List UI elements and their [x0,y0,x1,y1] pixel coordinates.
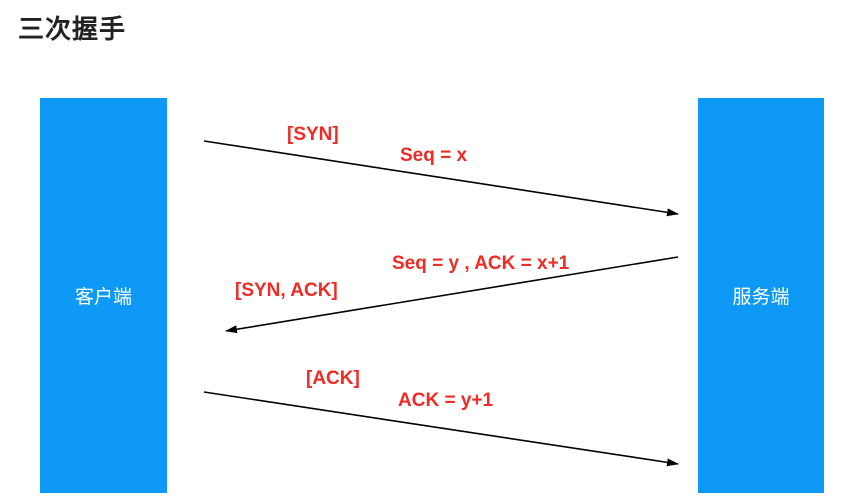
syn-ack-seq-label: Seq = y , ACK = x+1 [392,253,570,274]
client-node: 客户端 [40,98,167,493]
syn-seq-label: Seq = x [400,145,467,166]
ack-message: [ACK] ACK = y+1 [203,368,679,467]
ack-value-label: ACK = y+1 [398,390,493,411]
syn-ack-arrow [225,256,679,334]
server-bar [698,98,824,493]
client-label: 客户端 [75,286,132,308]
client-bar [40,98,167,493]
server-label: 服务端 [732,286,789,308]
ack-arrow [203,391,679,467]
syn-message: [SYN] Seq = x [203,124,679,217]
ack-flag-label: [ACK] [306,368,360,389]
syn-flag-label: [SYN] [287,124,339,145]
server-node: 服务端 [698,98,824,493]
page-title: 三次握手 [18,15,127,45]
syn-ack-flag-label: [SYN, ACK] [235,280,338,301]
syn-arrow [203,140,679,217]
syn-ack-message: Seq = y , ACK = x+1 [SYN, ACK] [225,253,679,334]
